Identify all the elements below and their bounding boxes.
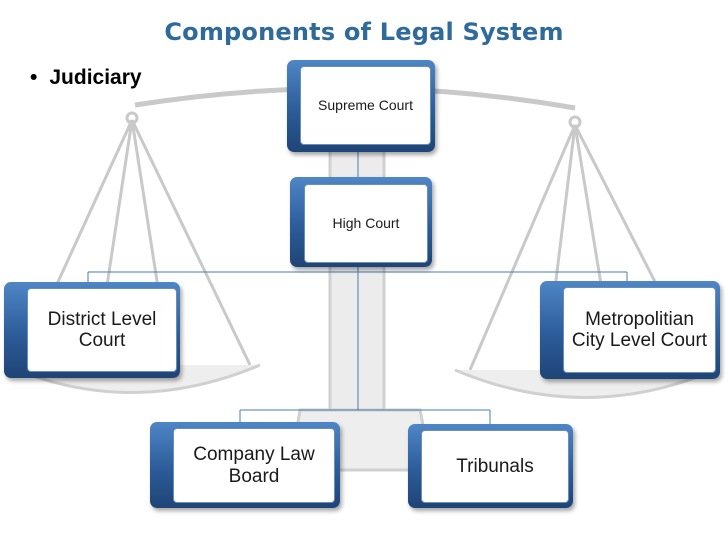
district-court-label: District Level Court (47, 308, 157, 351)
metro-court-node: Metropolitian City Level Court (563, 287, 716, 373)
supreme-court-label: Supreme Court (318, 96, 413, 113)
company-law-board-label: Company Law Board (193, 444, 315, 487)
tribunals-label: Tribunals (456, 455, 534, 477)
tribunals-node: Tribunals (421, 430, 569, 503)
high-court-node: High Court (304, 184, 428, 263)
company-law-board-node: Company Law Board (173, 428, 335, 503)
district-court-node: District Level Court (27, 288, 177, 372)
page-title: Components of Legal System (164, 18, 564, 46)
bullet-judiciary: • Judiciary (30, 66, 142, 90)
bullet-marker: • (30, 66, 38, 89)
supreme-court-node: Supreme Court (300, 66, 431, 145)
metro-court-label: Metropolitian City Level Court (571, 308, 708, 351)
high-court-label: High Court (332, 214, 400, 231)
bullet-label: Judiciary (49, 66, 142, 89)
